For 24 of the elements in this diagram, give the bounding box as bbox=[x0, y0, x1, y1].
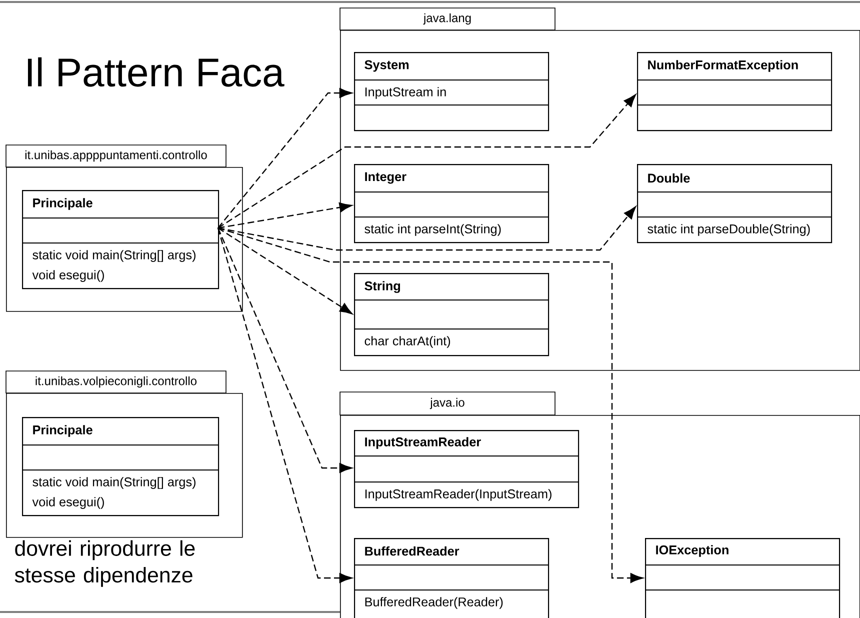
node-label: it.unibas.appppuntamenti.controllo bbox=[25, 150, 207, 162]
dependency-arrow bbox=[218, 206, 636, 251]
dependency-arrow bbox=[218, 227, 644, 583]
dependency-arrow bbox=[218, 202, 352, 229]
class-box: Integer static int parseInt(String) bbox=[354, 164, 550, 244]
node-label: java.io bbox=[430, 398, 464, 410]
class-box: Principale static void main(String[] args) void esegui() bbox=[22, 190, 220, 290]
dependency-arrow bbox=[217, 228, 352, 473]
dependency-arrow bbox=[218, 228, 352, 314]
node-label: java.lang bbox=[423, 13, 471, 25]
class-box: BufferedReader BufferedReader(Reader) bbox=[354, 538, 550, 618]
dependency-arrow bbox=[218, 94, 636, 229]
class-box: IOException bbox=[645, 538, 840, 618]
class-box: System InputStream in bbox=[354, 52, 550, 132]
class-box: NumberFormatException bbox=[637, 52, 832, 132]
class-box: String char charAt(int) bbox=[354, 273, 550, 356]
class-box: Principale static void main(String[] args) void esegui() bbox=[22, 417, 220, 516]
class-box: InputStreamReader InputStreamReader(InputStream) bbox=[354, 430, 580, 508]
note-text: dovrei riprodurre le stesse dipendenze bbox=[14, 540, 195, 587]
class-box: Double static int parseDouble(String) bbox=[637, 164, 832, 244]
slide-title: Il Pattern Faca bbox=[28, 57, 284, 87]
node-label: it.unibas.volpieconigli.controllo bbox=[36, 376, 197, 388]
dependency-arrow bbox=[217, 228, 352, 583]
dependency-arrow bbox=[218, 88, 352, 228]
